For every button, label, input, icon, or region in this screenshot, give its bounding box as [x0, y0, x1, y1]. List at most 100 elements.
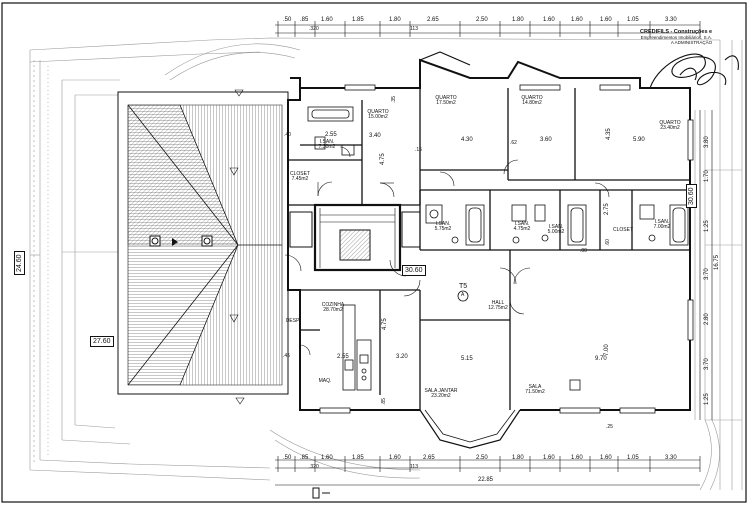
- dim-interior-vertical: .85: [381, 398, 387, 405]
- signature: [649, 53, 739, 89]
- dim-bottom: 1.85: [352, 455, 364, 461]
- dim-right: 2.80: [704, 313, 710, 325]
- room-closet-a: CLOSET 7.45m2: [290, 172, 310, 182]
- room-cozinha: COZINHA 28.70m2: [322, 303, 345, 313]
- dim-bottom-total: 22.85: [478, 477, 494, 483]
- room-name: QUARTO: [521, 95, 543, 101]
- dim-top: 1.80: [389, 17, 401, 23]
- dim-top: 1.60: [571, 17, 583, 23]
- dim-bottom: 1.60: [389, 455, 401, 461]
- dim-interior: 2.55: [325, 132, 337, 138]
- dim-bottom: 1.05: [627, 455, 639, 461]
- room-area: 7.45m2: [291, 176, 309, 182]
- dim-interior-vertical: .35: [391, 96, 397, 103]
- dim-right: 16.75: [714, 254, 720, 270]
- dim-interior: 3.60: [540, 137, 552, 143]
- room-quarto-c: QUARTO 14.80m2: [521, 96, 542, 106]
- room-area: 15.00m2: [368, 114, 388, 120]
- dim-top: 1.60: [321, 17, 333, 23]
- room-name: I.SAN.: [514, 221, 530, 227]
- dim-top: 3.30: [665, 17, 677, 23]
- company-name: CREDIFILS - Construções e: [640, 29, 713, 35]
- room-area: 23.20m2: [431, 393, 451, 399]
- room-area: 4.75m2: [513, 226, 531, 232]
- room-name: CLOSET: [289, 171, 311, 177]
- dim-bottom: 1.60: [543, 455, 555, 461]
- unit-type-label: T5: [459, 283, 468, 290]
- room-area: 14.80m2: [522, 100, 542, 106]
- dim-top: 2.50: [476, 17, 488, 23]
- room-isan-e: I.SAN. 7.00m2: [654, 220, 671, 230]
- dim-top: .50: [283, 17, 292, 23]
- dim-interior: .40: [284, 132, 291, 138]
- room-area: 71.50m2: [525, 389, 545, 395]
- dim-bottom: 2.65: [423, 455, 435, 461]
- dim-interior: .25: [606, 424, 613, 430]
- dimension-lines: [275, 24, 713, 486]
- dim-bottom: .50: [283, 455, 292, 461]
- room-area: 5.00m2: [547, 229, 565, 235]
- room-quarto-a: QUARTO 15.00m2: [367, 110, 388, 120]
- dim-bottom: 1.60: [600, 455, 612, 461]
- room-name: MAQ.: [318, 378, 332, 384]
- room-name: I.SAN.: [548, 224, 564, 230]
- dim-bottom-sub: .320: [309, 464, 319, 470]
- dim-bottom: .85: [300, 455, 309, 461]
- dim-bottom: 2.50: [476, 455, 488, 461]
- room-name: QUARTO: [435, 95, 457, 101]
- room-name: DESP.: [285, 318, 301, 324]
- roof-hatched: [117, 89, 289, 405]
- dim-bottom: 1.60: [321, 455, 333, 461]
- room-desp: DESP.: [286, 319, 300, 324]
- room-area: 7.00m2: [653, 224, 671, 230]
- room-name: SALA JANTAR: [424, 388, 458, 394]
- dim-interior: .45: [283, 353, 290, 359]
- room-sala-jantar: SALA JANTAR 23.20m2: [425, 389, 458, 399]
- room-area: 17.50m2: [436, 100, 456, 106]
- stair-core: [289, 203, 421, 272]
- room-name: I.SAN.: [319, 139, 335, 145]
- company-administration: A ADMINISTRAÇÃO: [670, 40, 713, 45]
- dim-interior: .00: [580, 248, 587, 254]
- room-area: 5.75m2: [434, 226, 452, 232]
- north-arrow-icon: [312, 487, 330, 499]
- dim-interior: 5.15: [461, 356, 473, 362]
- dim-right: 1.70: [704, 170, 710, 182]
- dim-interior-vertical: 7.00: [604, 344, 610, 356]
- dim-interior: .62: [510, 140, 517, 146]
- dim-interior: 2.55: [337, 354, 349, 360]
- room-closet-b: CLOSET: [613, 228, 633, 233]
- dim-interior-vertical: 4.75: [380, 153, 386, 165]
- dim-bottom: 3.30: [665, 455, 677, 461]
- dim-interior: 3.20: [396, 354, 408, 360]
- room-area: 12.75m2: [488, 305, 508, 311]
- dim-bottom: 1.80: [512, 455, 524, 461]
- room-name: I.SAN.: [654, 219, 670, 225]
- room-sala: SALA 71.50m2: [525, 385, 544, 395]
- dim-top: 1.60: [543, 17, 555, 23]
- level-marker-roof-lower: 27.60: [90, 336, 114, 347]
- room-name: QUARTO: [367, 109, 389, 115]
- room-name: I.SAN.: [435, 221, 451, 227]
- room-quarto-b: QUARTO 17.50m2: [435, 96, 456, 106]
- room-name: HALL: [491, 300, 505, 306]
- dim-interior: 5.90: [633, 137, 645, 143]
- column-marker: [569, 379, 581, 391]
- dim-interior: 4.30: [461, 137, 473, 143]
- dim-bottom-sub: 113: [410, 464, 418, 470]
- windows: [319, 84, 694, 414]
- dim-interior-vertical: 4.35: [606, 128, 612, 140]
- dim-right: 1.25: [704, 220, 710, 232]
- unit-marker-label: A: [461, 292, 465, 298]
- terrace-outline: [29, 37, 743, 491]
- room-area: 28.70m2: [323, 307, 343, 313]
- dim-right: 3.80: [704, 136, 710, 148]
- level-marker-core: 30.60: [402, 265, 426, 276]
- dim-interior: 9.70: [595, 356, 607, 362]
- room-area: 23.40m2: [660, 125, 680, 131]
- dim-interior-vertical: 2.75: [604, 203, 610, 215]
- dim-top: 1.80: [512, 17, 524, 23]
- room-name: CLOSET: [612, 227, 634, 233]
